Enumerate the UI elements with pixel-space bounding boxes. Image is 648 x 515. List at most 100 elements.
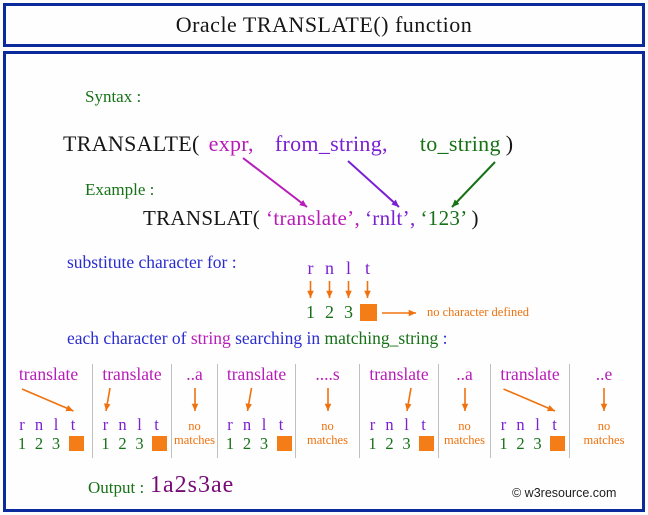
output-value: 1a2s3ae — [150, 472, 235, 498]
searching-text-matching-string: matching_string — [324, 328, 439, 348]
example-function-name: TRANSLAT( — [143, 206, 261, 230]
matching-word: translate — [500, 364, 560, 384]
matching-word: ..a — [186, 364, 203, 384]
substitute-label: substitute character for : — [67, 252, 237, 272]
matching-from-char: t — [278, 415, 284, 434]
matching-from-char: n — [34, 415, 44, 434]
no-character-square — [68, 436, 84, 451]
syntax-function-name: TRANSALTE( — [63, 131, 200, 156]
no-character-square — [550, 436, 565, 451]
no-matches-line1: no — [458, 419, 471, 433]
matching-to-char: 1 — [499, 434, 508, 453]
no-matches-line2: matches — [583, 433, 625, 447]
matching-to-char: 2 — [385, 434, 394, 453]
example-line: TRANSLAT(‘translate’,‘rnlt’,‘123’) — [143, 206, 479, 231]
no-matches-line1: no — [597, 419, 611, 433]
example-arg-translate: ‘translate’, — [266, 206, 360, 230]
matching-from-char: n — [516, 415, 525, 434]
no-matches-line2: matches — [174, 433, 215, 447]
no-matches-line1: no — [321, 419, 334, 433]
matching-to-char: 2 — [118, 434, 127, 453]
matching-from-char: l — [261, 415, 267, 434]
matching-word: translate — [18, 364, 79, 384]
matching-from-char: l — [535, 415, 540, 434]
matching-word: translate — [369, 364, 429, 384]
substitute-down-arrows — [307, 281, 371, 298]
matching-to-char: 1 — [101, 434, 110, 453]
matching-to-char: 3 — [135, 434, 144, 453]
matching-arrow-icon — [600, 388, 608, 411]
matching-word: ....s — [315, 364, 340, 384]
no-character-square — [360, 304, 377, 321]
matching-arrow-icon — [245, 387, 253, 412]
matching-to-char: 1 — [17, 434, 27, 453]
syntax-arg-to-string: to_string — [419, 131, 501, 156]
matching-to-char: 1 — [225, 434, 235, 453]
syntax-close-paren: ) — [505, 131, 514, 156]
matching-to-char: 3 — [402, 434, 411, 453]
page-title: Oracle TRANSLATE() function — [175, 12, 473, 37]
substitute-from-char: l — [345, 258, 351, 278]
syntax-label: Syntax : — [85, 87, 142, 106]
matching-from-char: r — [227, 415, 233, 434]
searching-text-2: searching in — [230, 328, 325, 348]
substitute-from-char: n — [325, 258, 334, 278]
example-arg-rnlt: ‘rnlt’, — [365, 206, 416, 230]
substitute-down-arrow-icon — [345, 281, 352, 298]
no-matches-line1: no — [188, 419, 201, 433]
substitute-from-char: r — [307, 258, 314, 278]
matching-to-char: 3 — [51, 434, 61, 453]
matching-to-char: 2 — [242, 434, 252, 453]
matching-from-char: n — [385, 415, 394, 434]
matching-word: translate — [102, 364, 162, 384]
no-character-square — [276, 436, 292, 451]
syntax-arg-from-string: from_string, — [274, 131, 388, 156]
matching-word: ..e — [595, 364, 613, 384]
matching-arrow-icon — [21, 388, 74, 412]
matching-from-char: l — [137, 415, 142, 434]
matching-from-char: l — [404, 415, 409, 434]
no-matches-line2: matches — [307, 433, 348, 447]
no-character-arrow-icon — [382, 309, 416, 317]
no-character-square — [419, 436, 434, 451]
matching-from-char: l — [53, 415, 59, 434]
matching-from-char: t — [70, 415, 76, 434]
matching-to-char: 3 — [259, 434, 269, 453]
matching-from-char: t — [552, 415, 557, 434]
matching-from-char: n — [242, 415, 252, 434]
substitute-to-char: 3 — [344, 302, 353, 322]
matching-arrow-icon — [104, 387, 111, 412]
matching-arrow-icon — [461, 388, 469, 411]
matching-from-char: r — [19, 415, 25, 434]
matching-from-char: t — [421, 415, 426, 434]
substitute-down-arrow-icon — [326, 281, 333, 298]
substitute-down-arrow-icon — [307, 281, 314, 298]
matching-to-char: 2 — [516, 434, 525, 453]
example-arg-123: ‘123’ — [420, 206, 468, 230]
matching-arrow-icon — [191, 388, 199, 411]
matching-from-char: r — [369, 415, 376, 434]
example-close-paren: ) — [471, 206, 479, 230]
matching-arrow-icon — [324, 388, 332, 411]
searching-text-string: string — [190, 328, 231, 348]
